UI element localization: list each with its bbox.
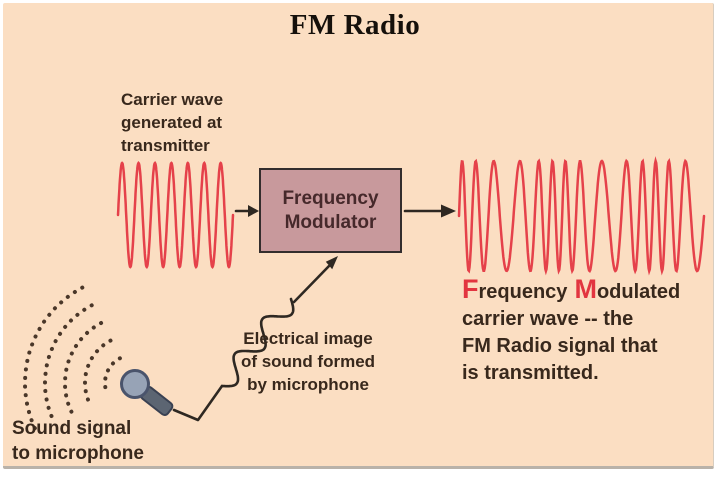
sound-signal-label: Sound signal to microphone [12, 416, 144, 466]
frequency-modulator-box: Frequency Modulator [259, 168, 402, 253]
electrical-label-line: by microphone [247, 375, 369, 394]
fm-caption-line: carrier wave -- the [462, 308, 634, 330]
electrical-image-label: Electrical image of sound formed by micr… [228, 327, 388, 396]
page-title: FM Radio [289, 9, 421, 41]
carrier-wave-label: Carrier wave generated at transmitter [121, 88, 223, 157]
sound-label-line: to microphone [12, 443, 144, 464]
fm-caption-line: FM Radio signal that [462, 335, 658, 357]
sound-label-line: Sound signal [12, 418, 132, 439]
red-initial-m: M [574, 274, 597, 304]
modulator-box-line: Frequency [282, 187, 379, 209]
modulator-box-line: Modulator [284, 211, 377, 233]
electrical-label-line: of sound formed [240, 352, 376, 371]
fm-caption-line: is transmitted. [462, 362, 599, 384]
carrier-label-line: Carrier wave [121, 90, 224, 109]
carrier-label-line: generated at [121, 113, 223, 132]
electrical-label-line: Electrical image [243, 329, 373, 348]
red-initial-f: F [462, 274, 479, 304]
carrier-label-line: transmitter [121, 136, 210, 155]
